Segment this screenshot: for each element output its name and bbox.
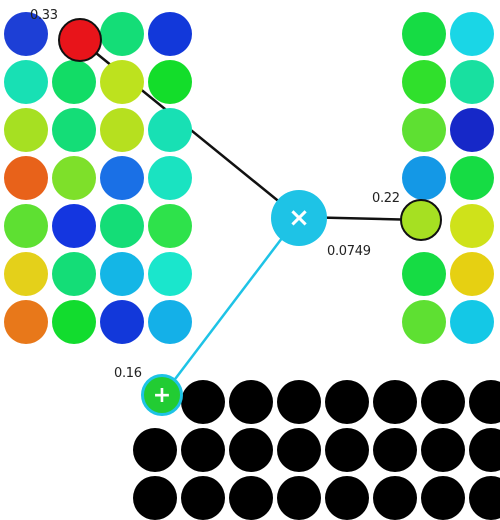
black-dot[interactable] <box>277 380 321 424</box>
color-dot[interactable] <box>100 252 144 296</box>
plus-icon: + <box>152 382 172 408</box>
black-dot[interactable] <box>133 476 177 520</box>
color-dot[interactable] <box>4 252 48 296</box>
black-dot[interactable] <box>325 380 369 424</box>
color-dot[interactable] <box>450 60 494 104</box>
color-dot[interactable] <box>52 252 96 296</box>
color-dot[interactable] <box>4 204 48 248</box>
black-dot[interactable] <box>325 428 369 472</box>
selected-left-value: 0.33 <box>30 8 58 23</box>
color-dot[interactable] <box>148 108 192 152</box>
color-dot[interactable] <box>100 60 144 104</box>
color-dot[interactable] <box>4 12 48 56</box>
color-dot[interactable] <box>100 300 144 344</box>
selected-dot-left[interactable] <box>58 18 102 62</box>
color-dot[interactable] <box>52 60 96 104</box>
black-dot[interactable] <box>229 476 273 520</box>
color-dot[interactable] <box>402 156 446 200</box>
color-dot[interactable] <box>52 108 96 152</box>
color-dot[interactable] <box>148 156 192 200</box>
black-dot[interactable] <box>469 428 500 472</box>
color-dot[interactable] <box>450 108 494 152</box>
color-dot[interactable] <box>402 60 446 104</box>
black-dot[interactable] <box>277 428 321 472</box>
selected-dot-right[interactable] <box>400 199 442 241</box>
black-dot[interactable] <box>181 428 225 472</box>
game-board: 0.33 0.22 × 0.0749 + 0.16 <box>4 8 500 520</box>
black-dot[interactable] <box>373 476 417 520</box>
color-dot[interactable] <box>148 252 192 296</box>
color-dot[interactable] <box>402 252 446 296</box>
selected-right-value: 0.22 <box>372 191 400 206</box>
black-dot[interactable] <box>133 428 177 472</box>
color-dot[interactable] <box>450 204 494 248</box>
add-node-button[interactable]: + <box>141 374 183 416</box>
color-dot[interactable] <box>100 156 144 200</box>
color-dot[interactable] <box>148 60 192 104</box>
add-node-value: 0.16 <box>114 366 142 381</box>
color-dot[interactable] <box>4 156 48 200</box>
color-dot[interactable] <box>52 204 96 248</box>
operator-result-value: 0.0749 <box>327 244 371 259</box>
black-dot[interactable] <box>421 380 465 424</box>
multiply-icon: × <box>288 203 310 233</box>
black-dot[interactable] <box>325 476 369 520</box>
black-dot[interactable] <box>469 476 500 520</box>
color-dot[interactable] <box>100 204 144 248</box>
black-dot[interactable] <box>277 476 321 520</box>
black-dot[interactable] <box>421 476 465 520</box>
multiply-operator-button[interactable]: × <box>271 190 327 246</box>
color-dot[interactable] <box>52 300 96 344</box>
black-dot[interactable] <box>229 428 273 472</box>
black-dot[interactable] <box>181 380 225 424</box>
color-dot[interactable] <box>148 12 192 56</box>
color-dot[interactable] <box>52 156 96 200</box>
black-dot[interactable] <box>181 476 225 520</box>
color-dot[interactable] <box>450 252 494 296</box>
color-dot[interactable] <box>402 108 446 152</box>
link-add <box>162 216 299 396</box>
color-dot[interactable] <box>402 300 446 344</box>
black-dot[interactable] <box>373 428 417 472</box>
color-dot[interactable] <box>100 12 144 56</box>
color-dot[interactable] <box>148 300 192 344</box>
color-dot[interactable] <box>100 108 144 152</box>
black-dot[interactable] <box>469 380 500 424</box>
color-dot[interactable] <box>450 156 494 200</box>
color-dot[interactable] <box>148 204 192 248</box>
color-dot[interactable] <box>4 108 48 152</box>
color-dot[interactable] <box>402 12 446 56</box>
color-dot[interactable] <box>450 12 494 56</box>
black-dot[interactable] <box>229 380 273 424</box>
color-dot[interactable] <box>450 300 494 344</box>
color-dot[interactable] <box>4 60 48 104</box>
color-dot[interactable] <box>4 300 48 344</box>
black-dot[interactable] <box>421 428 465 472</box>
black-dot[interactable] <box>373 380 417 424</box>
